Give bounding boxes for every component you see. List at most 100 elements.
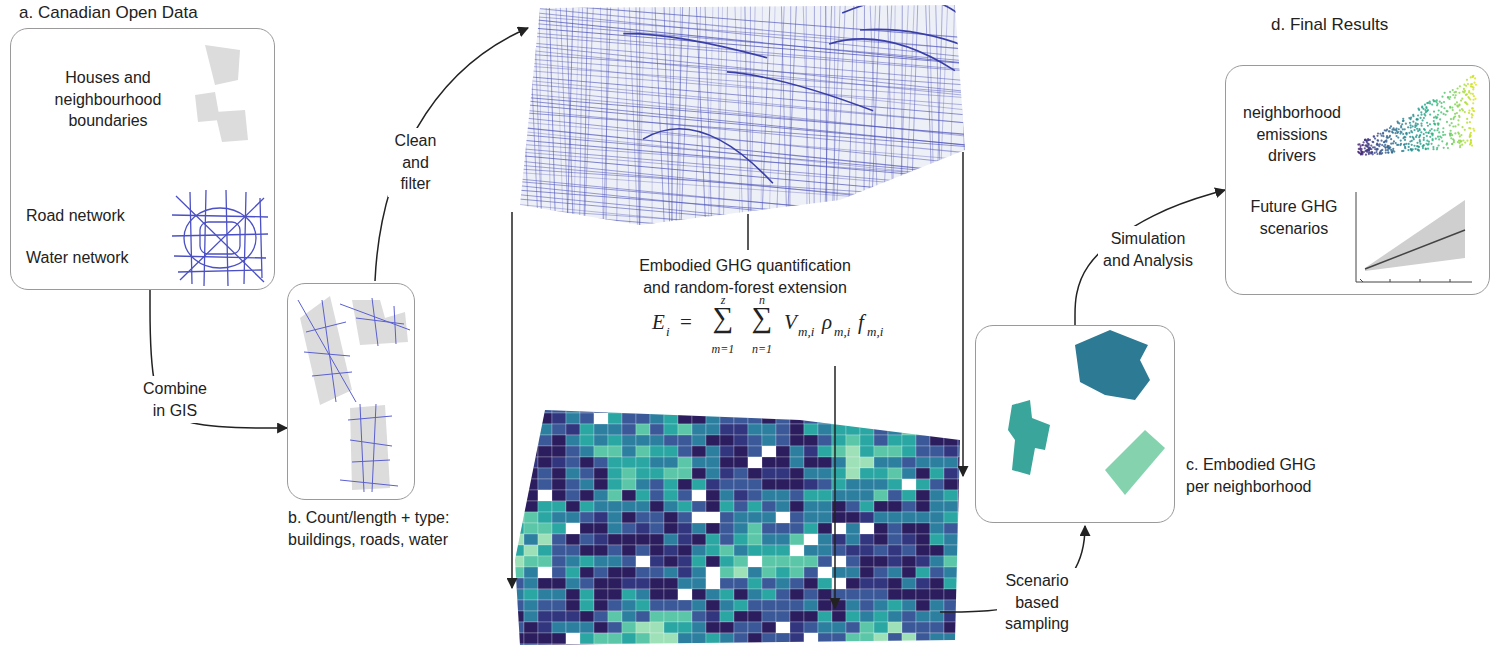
circle-shape <box>1450 130 1452 132</box>
rect-shape <box>874 424 888 435</box>
circle-shape <box>1437 103 1439 105</box>
circle-shape <box>1473 82 1475 84</box>
circle-shape <box>1457 124 1459 126</box>
rect-shape <box>678 479 692 490</box>
circle-shape <box>1472 93 1474 95</box>
rect-shape <box>930 578 944 589</box>
rect-shape <box>860 402 874 413</box>
circle-shape <box>1427 132 1429 134</box>
rect-shape <box>720 578 734 589</box>
rect-shape <box>818 468 832 479</box>
circle-shape <box>1414 148 1416 150</box>
circle-shape <box>1423 139 1425 141</box>
rect-shape <box>650 589 664 600</box>
rect-shape <box>734 468 748 479</box>
rect-shape <box>692 457 706 468</box>
rect-shape <box>734 435 748 446</box>
rect-shape <box>874 545 888 556</box>
circle-shape <box>1440 102 1442 104</box>
circle-shape <box>1392 142 1394 144</box>
rect-shape <box>650 490 664 501</box>
rect-shape <box>594 567 608 578</box>
circle-shape <box>1417 149 1419 151</box>
rect-shape <box>916 545 930 556</box>
rect-shape <box>706 644 720 652</box>
rect-shape <box>944 556 958 567</box>
circle-shape <box>1473 130 1475 132</box>
rect-shape <box>566 633 580 644</box>
rect-shape <box>538 589 552 600</box>
formula-symbol: E <box>652 312 665 333</box>
rect-shape <box>552 556 566 567</box>
circle-shape <box>1377 148 1379 150</box>
rect-shape <box>580 622 594 633</box>
rect-shape <box>678 512 692 523</box>
rect-shape <box>916 413 930 424</box>
rect-shape <box>762 479 776 490</box>
rect-shape <box>916 523 930 534</box>
rect-shape <box>636 534 650 545</box>
formula-index: m,i <box>834 325 850 338</box>
path-shape <box>624 0 630 230</box>
rect-shape <box>538 644 552 652</box>
circle-shape <box>1469 143 1471 145</box>
rect-shape <box>846 501 860 512</box>
rect-shape <box>566 446 580 457</box>
rect-shape <box>846 600 860 611</box>
rect-shape <box>804 611 818 622</box>
rect-shape <box>580 523 594 534</box>
circle-shape <box>1417 108 1419 110</box>
path-shape <box>190 190 262 286</box>
rect-shape <box>678 545 692 556</box>
circle-shape <box>1396 144 1398 146</box>
rect-shape <box>580 446 594 457</box>
rect-shape <box>594 479 608 490</box>
rect-shape <box>622 589 636 600</box>
path-shape <box>871 0 880 230</box>
circle-shape <box>1429 136 1431 138</box>
rect-shape <box>860 589 874 600</box>
circle-shape <box>1393 140 1395 142</box>
circle-shape <box>1443 113 1445 115</box>
rect-shape <box>930 479 944 490</box>
rect-shape <box>706 512 720 523</box>
rect-shape <box>748 501 762 512</box>
rect-shape <box>916 633 930 644</box>
rect-shape <box>874 622 888 633</box>
polygon-shape <box>1075 330 1150 400</box>
circle-shape <box>1460 100 1462 102</box>
rect-shape <box>846 424 860 435</box>
rect-shape <box>790 512 804 523</box>
flow-label: Scenario based sampling <box>997 568 1077 637</box>
rect-shape <box>720 611 734 622</box>
circle-shape <box>1417 149 1419 151</box>
circle-shape <box>1388 136 1390 138</box>
rect-shape <box>776 578 790 589</box>
rect-shape <box>706 479 720 490</box>
circle-shape <box>1452 94 1454 96</box>
circle-shape <box>1463 88 1465 90</box>
rect-shape <box>888 633 902 644</box>
rect-shape <box>636 468 650 479</box>
circle-shape <box>1437 136 1439 138</box>
rect-shape <box>594 633 608 644</box>
rect-shape <box>664 457 678 468</box>
circle-shape <box>1409 122 1411 124</box>
rect-shape <box>944 446 958 457</box>
rect-shape <box>902 611 916 622</box>
rect-shape <box>818 611 832 622</box>
path-shape <box>893 0 895 230</box>
circle-shape <box>1469 121 1471 123</box>
circle-shape <box>1418 146 1420 148</box>
rect-shape <box>706 523 720 534</box>
circle-shape <box>1468 110 1470 112</box>
rect-shape <box>846 556 860 567</box>
circle-shape <box>1464 141 1466 143</box>
circle-shape <box>1410 149 1412 151</box>
edge-label: Simulation and Analysis <box>1098 226 1198 273</box>
path-shape <box>1360 279 1450 282</box>
circle-shape <box>1405 132 1407 134</box>
rect-shape <box>622 534 636 545</box>
rect-shape <box>510 633 524 644</box>
rect-shape <box>538 435 552 446</box>
